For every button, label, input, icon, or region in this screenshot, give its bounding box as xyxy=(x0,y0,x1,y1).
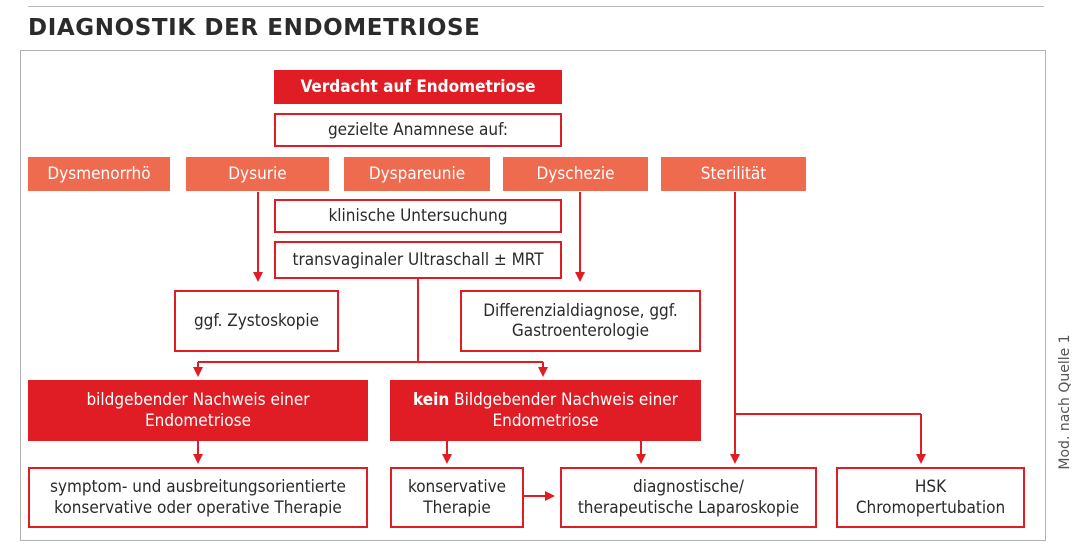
node-verdacht: Verdacht auf Endometriose xyxy=(274,70,562,104)
kein-emphasis: kein xyxy=(413,390,450,411)
symptom-dyschezie: Dyschezie xyxy=(503,157,648,191)
page-title: DIAGNOSTIK DER ENDOMETRIOSE xyxy=(28,15,481,41)
node-laparoskopie: diagnostische/ therapeutische Laparoskop… xyxy=(560,467,817,528)
node-therapie-symptom: symptom- und ausbreitungsorientierte kon… xyxy=(28,467,368,528)
ultraschall-split xyxy=(198,279,543,363)
symptom-dyspareunie: Dyspareunie xyxy=(344,157,490,191)
node-untersuchung: klinische Untersuchung xyxy=(274,199,562,233)
node-zystoskopie: ggf. Zystoskopie xyxy=(174,290,339,352)
node-hsk: HSK Chromopertubation xyxy=(836,467,1025,528)
diagram-frame xyxy=(20,50,1046,541)
node-kein-nachweis: kein Bildgebender Nachweis einer Endomet… xyxy=(390,380,701,441)
node-anamnese: gezielte Anamnese auf: xyxy=(274,113,562,147)
symptom-sterilitaet: Sterilität xyxy=(661,157,806,191)
node-konservative-therapie: konservative Therapie xyxy=(390,467,524,528)
node-ultraschall: transvaginaler Ultraschall ± MRT xyxy=(274,241,562,279)
symptom-dysmenorrhoe: Dysmenorrhö xyxy=(28,157,170,191)
top-rule xyxy=(28,6,1044,7)
kein-rest-text: Bildgebender Nachweis einer Endometriose xyxy=(454,390,678,431)
symptom-dysurie: Dysurie xyxy=(186,157,329,191)
node-bildgebender-nachweis: bildgebender Nachweis einer Endometriose xyxy=(28,380,368,441)
node-differenzialdiagnose: Differenzialdiagnose, ggf. Gastroenterol… xyxy=(460,290,701,352)
